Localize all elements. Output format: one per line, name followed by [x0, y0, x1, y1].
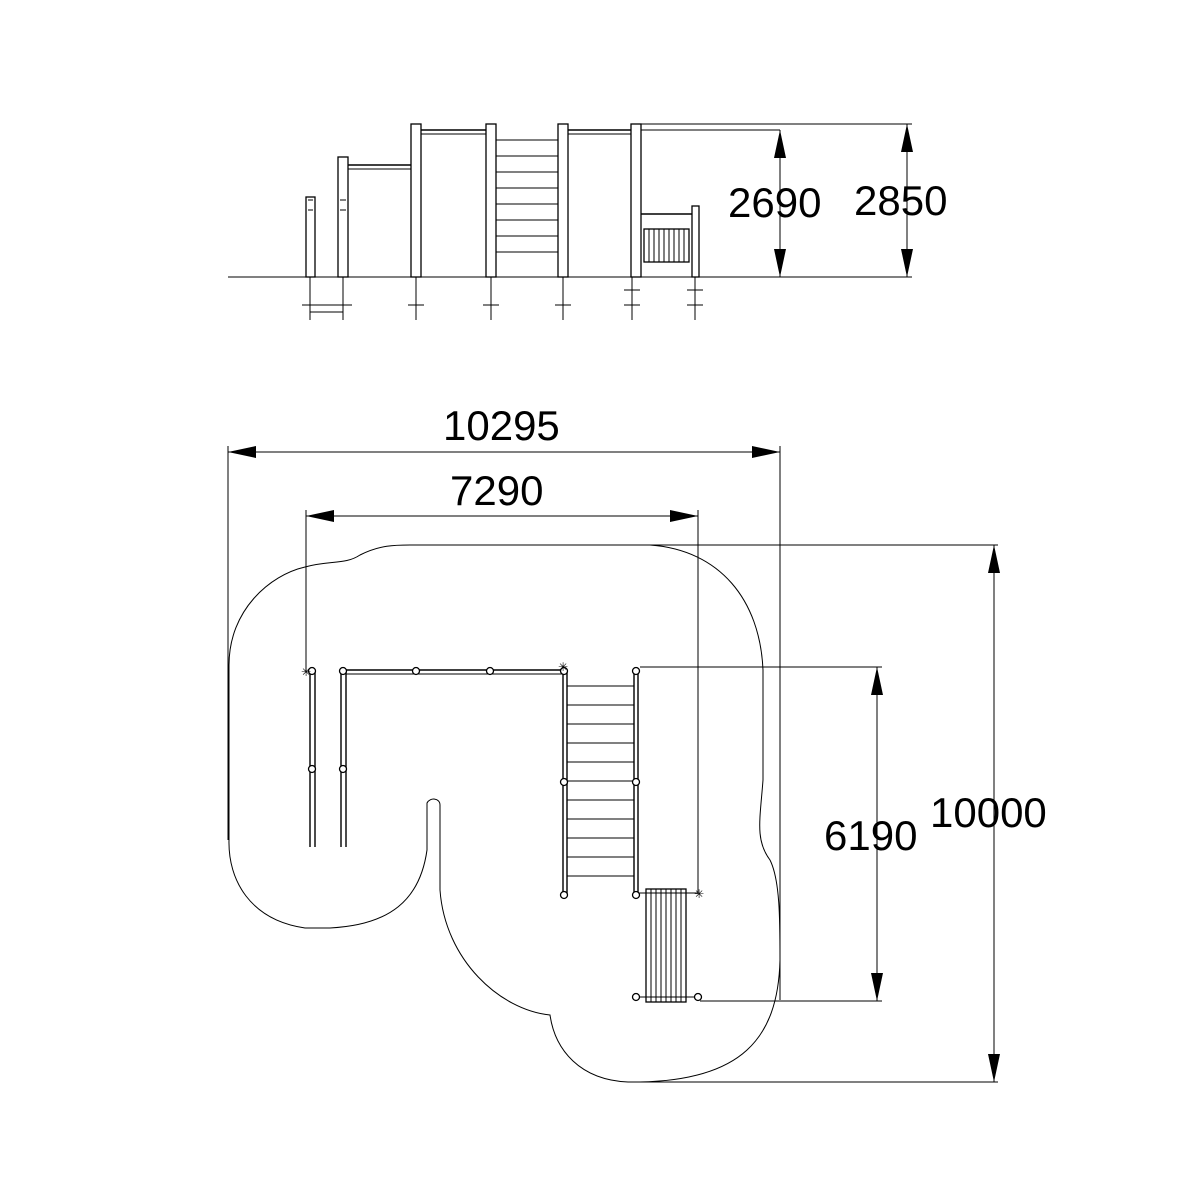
- foundations: [302, 277, 703, 320]
- post-6: [630, 123, 642, 278]
- depth-equipment-label: 6190: [824, 812, 917, 859]
- height-outer-label: 2850: [854, 177, 947, 224]
- bench: [641, 205, 700, 278]
- post-4: [485, 123, 497, 278]
- post-5: [557, 123, 569, 278]
- svg-text:✳: ✳: [301, 665, 311, 679]
- safety-zone-outline: [228, 544, 781, 1083]
- post-low-bar: [337, 156, 349, 278]
- width-equipment-label: 7290: [450, 467, 543, 514]
- post-short-left: [305, 196, 316, 278]
- plan-view: 10295 7290 6190 10000: [227, 402, 1047, 1083]
- height-dimension-lines: [641, 123, 913, 277]
- elevation-view: 2690 2850: [228, 123, 947, 320]
- equipment-plan: ✳ ✳ ✳: [301, 660, 704, 1003]
- width-overall-label: 10295: [443, 402, 560, 449]
- height-inner-label: 2690: [728, 179, 821, 226]
- svg-text:✳: ✳: [694, 887, 704, 901]
- wall-ladder: [496, 139, 558, 253]
- svg-text:✳: ✳: [558, 660, 568, 674]
- post-3: [410, 123, 422, 278]
- depth-overall-label: 10000: [930, 789, 1047, 836]
